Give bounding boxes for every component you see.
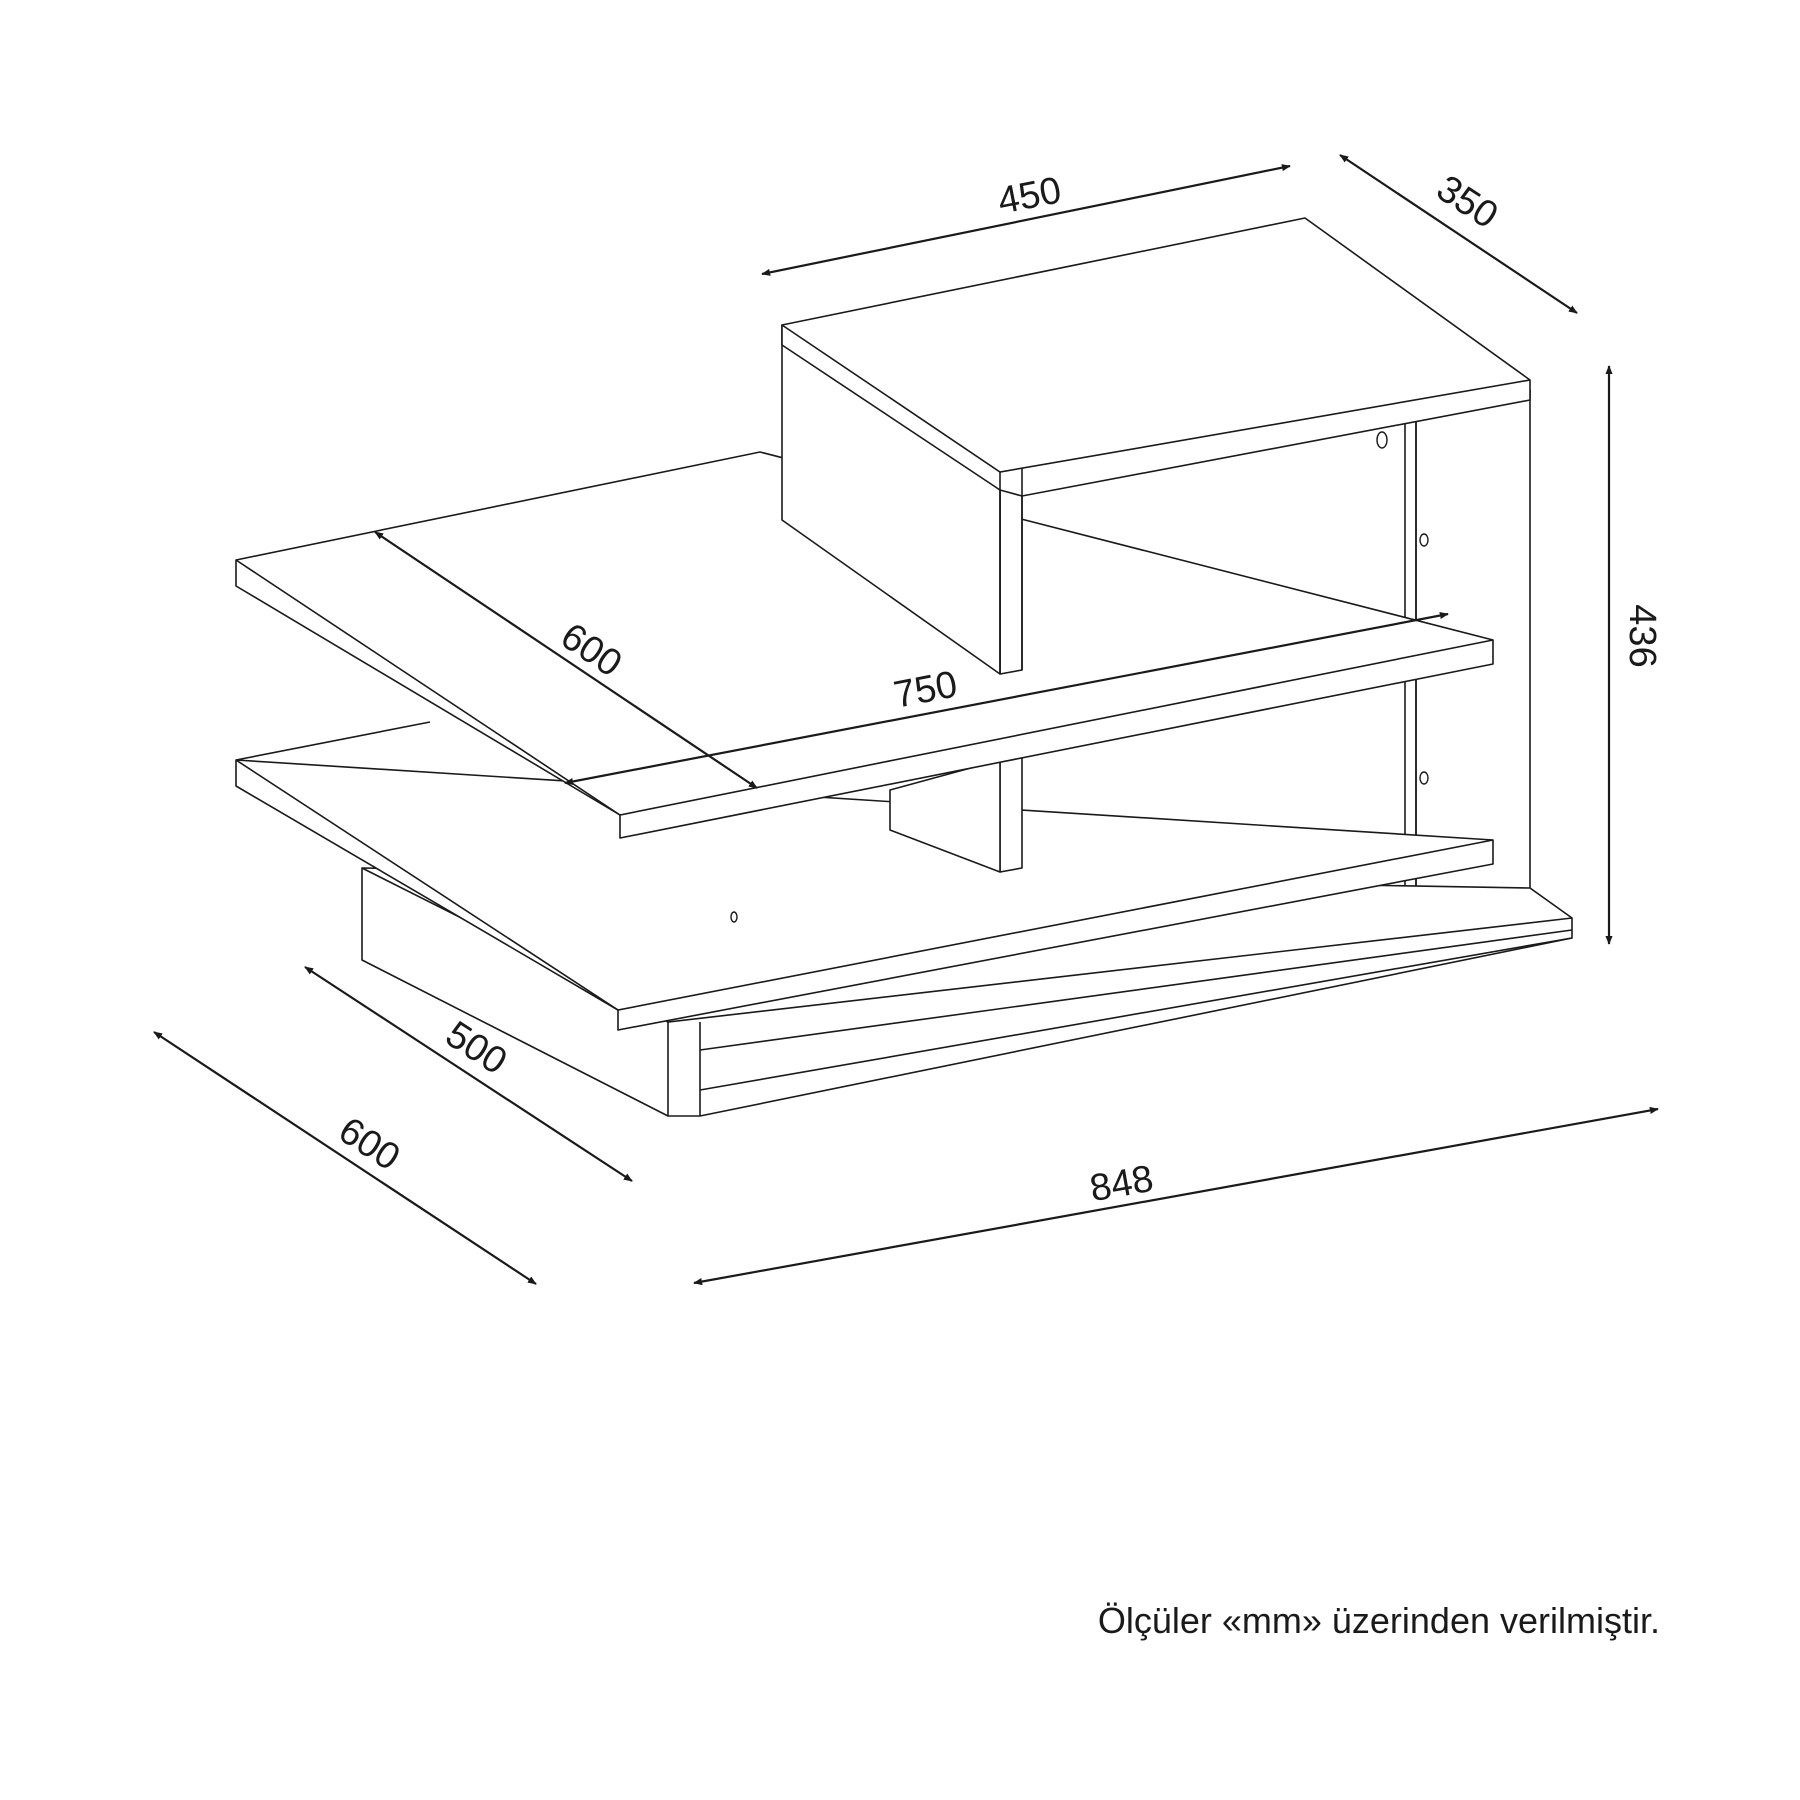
dim-arrow-base-depth [153, 1031, 537, 1285]
label-top-depth: 350 [1429, 167, 1505, 237]
dimension-lines [153, 154, 1659, 1286]
dim-arrow-top-depth [1339, 154, 1578, 314]
lower-divider-panel [999, 757, 1023, 873]
label-base-depth: 600 [331, 1109, 407, 1179]
dim-arrow-overall-length [693, 1106, 1659, 1286]
units-footnote: Ölçüler «mm» üzerinden verilmiştir. [1097, 1600, 1660, 1641]
furniture-outline [235, 217, 1573, 1117]
dim-arrow-top-width [761, 164, 1291, 276]
upper-divider-panel [999, 485, 1023, 675]
label-total-height: 436 [1621, 604, 1663, 667]
dim-arrow-middle-length [564, 611, 1449, 786]
